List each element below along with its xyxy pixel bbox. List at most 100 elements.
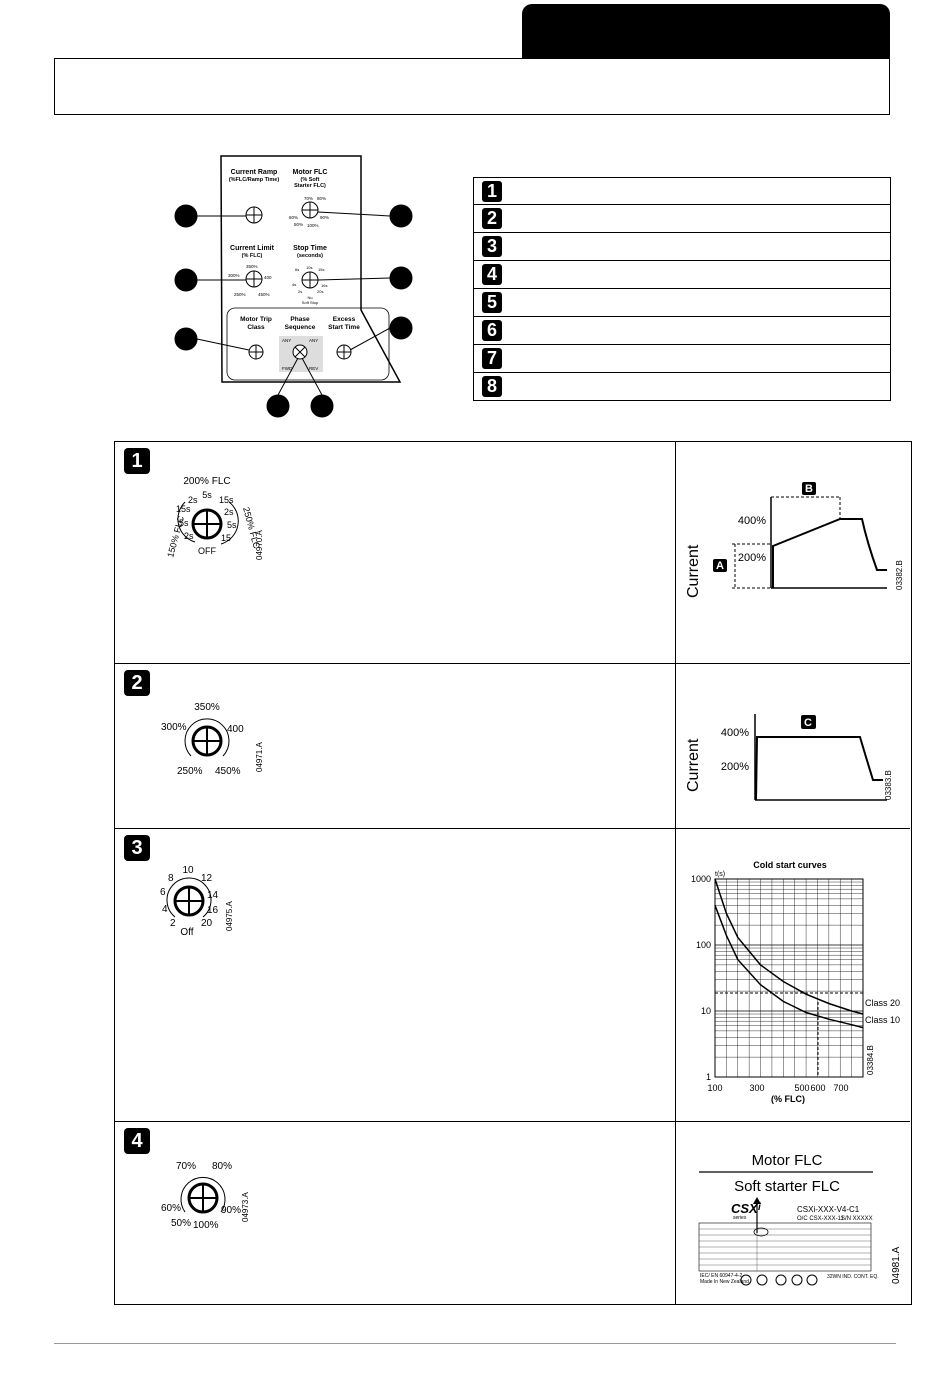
legend-table: 1 2 3 4 5 6 7 8 <box>473 177 891 401</box>
figure-code: 04981.A <box>891 1246 902 1284</box>
oc-number: O/C CSX-XXX-11 <box>797 1216 845 1222</box>
legend-number: 7 <box>482 348 502 369</box>
dial-300: 300% <box>161 722 187 733</box>
row-separator <box>675 829 676 1121</box>
brand-series: series <box>733 1215 747 1221</box>
current-limit-sub: (% FLC) <box>242 253 263 259</box>
panel-mflc-80: 80% <box>317 196 326 201</box>
dial-400: 400 <box>227 724 244 735</box>
panel-cl-450: 450% <box>258 292 270 297</box>
panel-cl-300: 300% <box>228 273 240 278</box>
panel-ps-fwd: FWD <box>282 366 293 371</box>
dial-15-right: 15 <box>221 533 231 543</box>
brand-logo: CSX <box>731 1201 759 1216</box>
current-limit-dial: 350% 300% 400 250% 450% 04971.A <box>161 702 264 777</box>
x-axis-label: (% FLC) <box>771 1094 805 1104</box>
legend-class-20: Class 20 <box>865 998 900 1008</box>
dial-2s-left: 2s <box>184 531 194 541</box>
dial-5s: 5s <box>202 490 212 500</box>
row-badge: 3 <box>124 835 150 861</box>
y-tick-1000: 1000 <box>691 874 711 884</box>
dial-off: OFF <box>198 546 216 556</box>
soft-starter-flc-label: Soft starter FLC <box>734 1178 840 1195</box>
iec-label: IEC/ EN 60947-4-2 <box>700 1273 742 1279</box>
motor-flc-title: Motor FLC <box>293 169 328 176</box>
panel-mflc-90: 90% <box>320 215 329 220</box>
x-tick-300: 300 <box>749 1083 764 1093</box>
current-limit-title: Current Limit <box>230 245 275 252</box>
dial-2: 2 <box>170 918 176 929</box>
legend-class-10: Class 10 <box>865 1015 900 1025</box>
made-in-label: Made In New Zealand <box>700 1279 749 1285</box>
panel-st-2s: 2s <box>298 289 302 294</box>
marker-a: A <box>716 560 724 572</box>
legend-row: 2 <box>473 205 891 233</box>
motor-trip-title2: Class <box>247 324 265 331</box>
panel-st-4s: 4s <box>292 282 296 287</box>
dial-150flc: 150% FLC <box>165 514 186 558</box>
dial-14: 14 <box>207 890 219 901</box>
figure-code: 04970.A <box>255 530 264 560</box>
motor-flc-sub2: Starter FLC) <box>294 183 326 189</box>
brand-logo-i: i <box>758 1202 761 1213</box>
legend-row: 7 <box>473 345 891 373</box>
y-axis-label: Current <box>685 738 702 792</box>
dial-80: 80% <box>212 1161 232 1172</box>
legend-row: 5 <box>473 289 891 317</box>
dial-15s-top: 15s <box>219 495 234 505</box>
footer-rule <box>54 1343 896 1344</box>
legend-number: 4 <box>482 264 502 285</box>
dial-10: 10 <box>182 865 194 876</box>
current-ramp-dial: 200% FLC 5s 2s 15s 15s 5s 2s 2s 5s 15 OF… <box>165 476 264 560</box>
settings-grid: 1 200% FLC 5s 2s 15s 15s 5s 2s 2s 5s 15 … <box>114 441 912 1305</box>
panel-st-soft: Soft Stop <box>302 300 319 305</box>
dial-12: 12 <box>201 873 213 884</box>
panel-ps-any-2: ANY <box>309 338 318 343</box>
motor-trip-title1: Motor Trip <box>240 316 272 323</box>
legend-number: 5 <box>482 292 502 313</box>
chart-title: Cold start curves <box>753 860 827 870</box>
legend-row: 1 <box>473 177 891 205</box>
current-limit-chart: 400% 200% C Current 03383.B <box>685 714 893 801</box>
x-tick-100: 100 <box>707 1083 722 1093</box>
dial-2s-right: 2s <box>224 507 234 517</box>
y-tick-1: 1 <box>706 1072 711 1082</box>
setting-row-current-limit: 2 350% 300% 400 250% 450% 04971.A 400% 2… <box>115 664 910 829</box>
serial-number: S/N XXXXX <box>841 1216 873 1222</box>
dial-off: Off <box>180 927 193 938</box>
motor-flc-sub1: (% Soft <box>301 177 320 183</box>
row-separator <box>675 1122 676 1304</box>
setting-row-motor-trip-class: 3 10 8 12 6 14 4 16 2 20 Off 04975.A Col… <box>115 829 910 1122</box>
legend-number: 6 <box>482 320 502 341</box>
panel-cl-400: 400 <box>264 275 272 280</box>
row-badge: 2 <box>124 670 150 696</box>
panel-st-16s: 16s <box>321 283 327 288</box>
legend-row: 3 <box>473 233 891 261</box>
panel-cl-350: 350% <box>246 264 258 269</box>
stop-time-sub: (seconds) <box>297 253 323 259</box>
dial-5s-left: 5s <box>179 518 189 528</box>
legend-row: 4 <box>473 261 891 289</box>
panel-mflc-60: 60% <box>289 215 298 220</box>
control-panel-illustration: Current Ramp (%FLC/Ramp Time) Motor FLC … <box>174 155 413 418</box>
dial-60: 60% <box>161 1203 181 1214</box>
dial-450: 450% <box>215 766 241 777</box>
dial-90: 90% <box>221 1205 241 1216</box>
stop-time-title: Stop Time <box>293 245 327 252</box>
y-tick-100: 100 <box>696 940 711 950</box>
section-title-box <box>54 58 890 115</box>
y-tick-10: 10 <box>701 1006 711 1016</box>
y-tick-400: 400% <box>721 727 749 739</box>
dial-15s-left: 15s <box>176 504 191 514</box>
y-tick-400: 400% <box>738 515 766 527</box>
dial-4: 4 <box>162 904 168 915</box>
y-unit: t(s) <box>715 871 725 878</box>
figure-code: 04973.A <box>241 1192 250 1222</box>
panel-mflc-70: 70% <box>304 196 313 201</box>
legend-number: 2 <box>482 208 502 229</box>
section-tab <box>522 4 890 58</box>
dial-5s-right: 5s <box>227 520 237 530</box>
phase-seq-title2: Sequence <box>285 324 316 331</box>
excess-start-title1: Excess <box>333 316 356 323</box>
